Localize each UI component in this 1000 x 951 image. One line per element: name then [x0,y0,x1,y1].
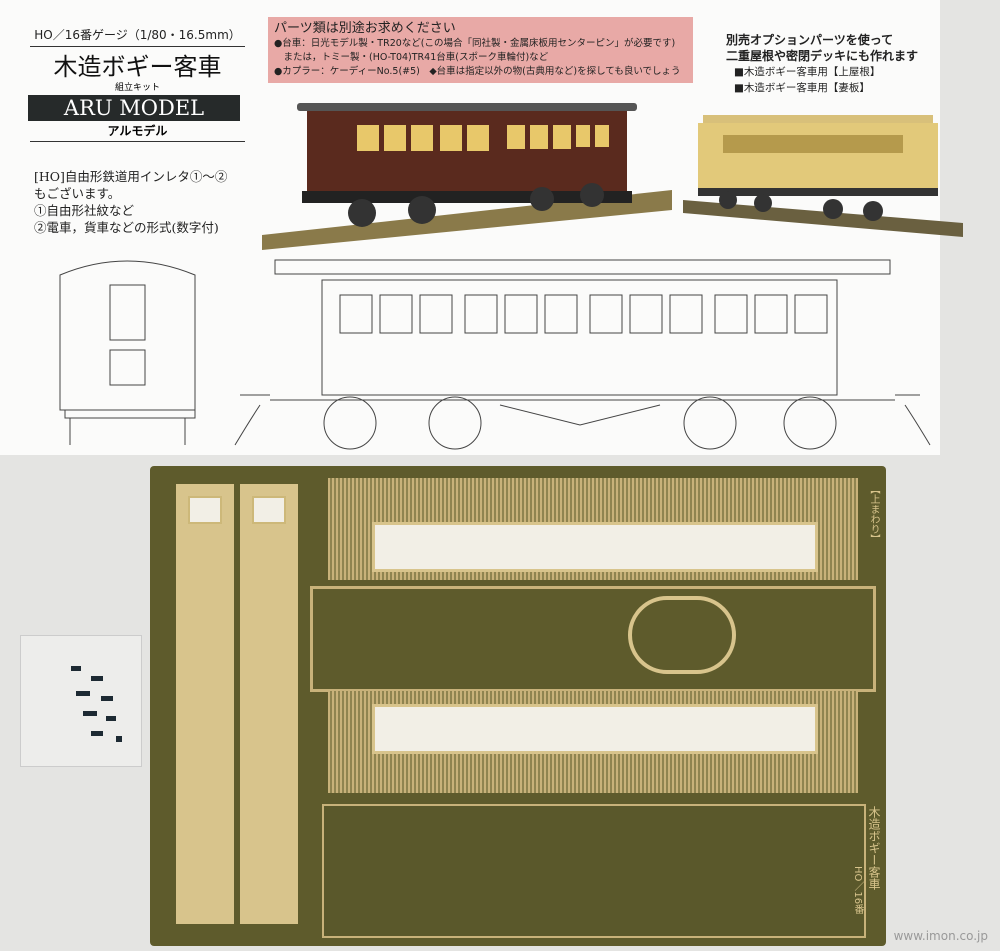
note-line: [HO]自由形鉄道用インレタ①～② [34,169,228,184]
fret-label-name: 木造ボギー客車 [867,806,881,890]
note-line: ②電車，貨車などの形式(数字付) [34,220,219,235]
option-line: 別売オプションパーツを使って [726,33,894,47]
watermark: www.imon.co.jp [893,929,988,943]
side-frame-part [176,484,234,924]
kit-label: 組立キット [114,83,160,93]
painted-car-photo [262,103,672,250]
floor-oval [628,596,736,674]
instruction-card: HO／16番ゲージ（1/80・16.5mm） 木造ボギー客車 組立キット ARU… [0,0,963,455]
brand-kana: アルモデル [30,122,245,142]
floor-part [310,586,876,692]
option-item: ■木造ボギー客車用【妻板】 [734,82,870,94]
side-frame-part [240,484,298,924]
etched-brass-fret: 【上まわり】 木造ボギー客車 HO／16番 [150,466,886,946]
option-parts-note: 別売オプションパーツを使って 二重屋根や密閉デッキにも作れます ■木造ボギー客車… [726,32,918,96]
brand-logo: ARU MODEL [28,95,240,121]
window-row [372,704,818,754]
end-view-drawing [59,260,196,445]
screw-bag [20,635,142,767]
parts-heading: パーツ類は別途お求めください [274,21,456,36]
fret-label-gauge: HO／16番 [852,866,863,915]
parts-line: ●台車：日光モデル製・TR20など(この場合「同社製・金属床板用センターピン」が… [274,38,676,49]
option-line: 二重屋根や密閉デッキにも作れます [726,49,919,63]
fret-label-top: 【上まわり】 [868,484,879,544]
parts-notice: パーツ類は別途お求めください ●台車：日光モデル製・TR20など(この場合「同社… [268,17,693,83]
roof-part [322,804,866,938]
screws-icon [71,666,122,742]
product-title: 木造ボギー客車 [53,53,222,81]
unpainted-car-photo [683,115,963,237]
gauge-label: HO／16番ゲージ（1/80・16.5mm） [30,26,245,47]
note-line: もございます。 [34,186,121,201]
window-row [372,522,818,572]
side-view-drawing [234,259,931,450]
inleta-note: [HO]自由形鉄道用インレタ①～② もございます。 ①自由形社紋など ②電車，貨… [34,168,227,236]
parts-line: ●カプラー：ケーディーNo.5(#5) ◆台車は指定以外の物(古典用など)を探し… [274,66,681,77]
note-line: ①自由形社紋など [34,203,135,218]
parts-line: または，トミー製・(HO-T04)TR41台車(スポーク車輪付)など [274,52,549,63]
option-item: ■木造ボギー客車用【上屋根】 [734,66,881,78]
